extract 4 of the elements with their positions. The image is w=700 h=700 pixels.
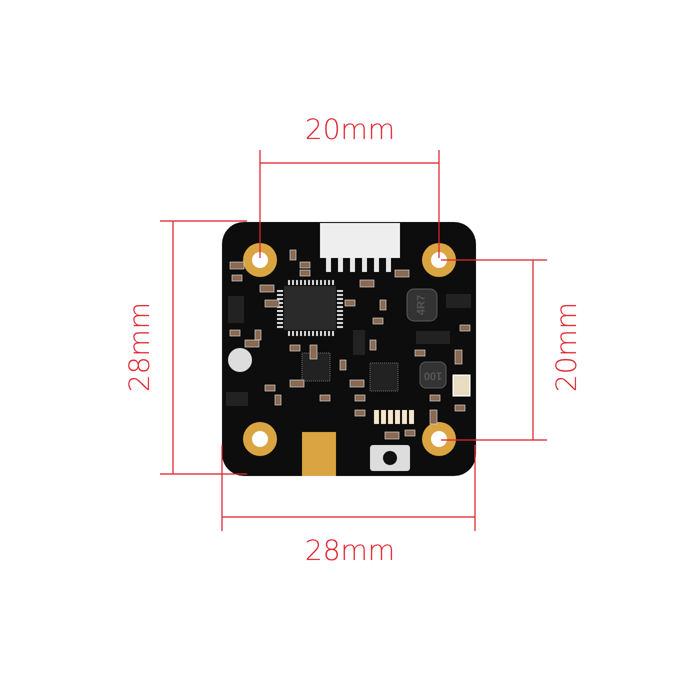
dimension-label: 28mm xyxy=(126,302,154,392)
dimension-label: 28mm xyxy=(304,537,396,565)
dimension-label: 20mm xyxy=(304,116,396,144)
dimension-label: 20mm xyxy=(553,302,581,392)
